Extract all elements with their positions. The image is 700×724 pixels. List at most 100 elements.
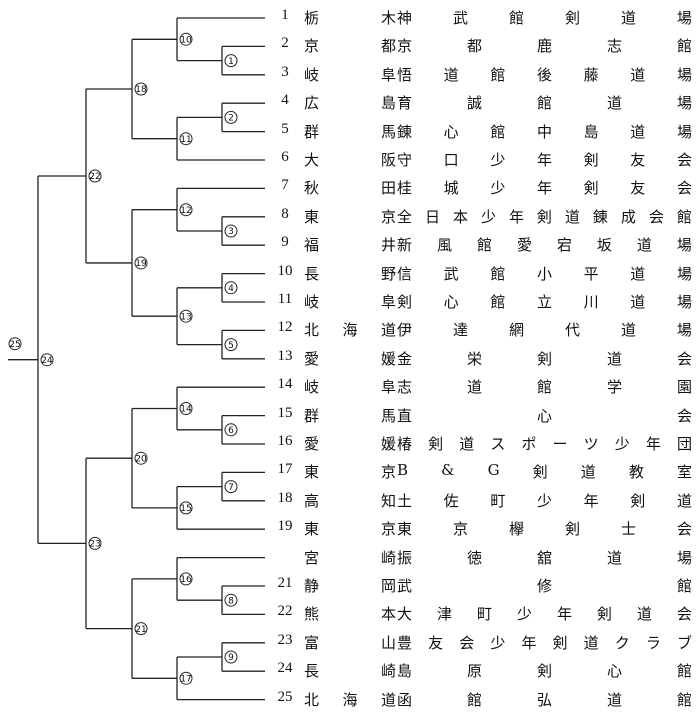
entry-club: 函館弘道館	[397, 690, 692, 709]
match-number-badge	[224, 593, 238, 607]
match-number-badge	[224, 338, 238, 352]
entry-prefecture: 東京	[304, 207, 396, 226]
entry-club: 新風館愛宕坂道場	[397, 236, 692, 255]
entry-prefecture: 愛媛	[304, 435, 396, 453]
match-number-badge	[224, 110, 238, 124]
entry-club: 信武館小平道場	[397, 264, 692, 283]
entry-row: 15 群馬直心会	[270, 402, 700, 430]
match-number: 19	[135, 259, 147, 269]
match-number: 12	[180, 206, 191, 216]
match-number: 23	[89, 540, 100, 550]
entry-prefecture: 京都	[304, 37, 396, 56]
entry-club: 桂城少年剣友会	[397, 179, 692, 198]
entry-prefecture: 高知	[304, 491, 396, 510]
match-number: 14	[180, 405, 192, 415]
entry-club: 守口少年剣友会	[397, 151, 692, 169]
entry-club: 伊達網代道場	[397, 321, 692, 340]
match-number: 1	[228, 57, 234, 67]
match-number: 17	[180, 675, 191, 685]
entry-number: 18	[277, 489, 293, 506]
match-number-badge	[179, 501, 193, 515]
entry-number: 24	[277, 660, 293, 677]
match-number: 16	[180, 575, 192, 585]
entry-club: 椿剣道スポーツ少年団	[397, 435, 692, 453]
entry-prefecture: 岐阜	[304, 378, 396, 397]
match-number: 7	[228, 483, 234, 493]
entry-prefecture: 東京	[304, 463, 396, 482]
entry-club: 志道館学園	[397, 378, 692, 397]
match-number: 18	[135, 85, 147, 95]
entry-number: 12	[277, 319, 293, 336]
entry-club: 育誠館道場	[397, 94, 692, 113]
tournament-bracket: 1234567891011121314151617181920212223242…	[8, 17, 265, 701]
entry-club: 直心会	[397, 406, 692, 425]
entry-number: 15	[277, 404, 293, 421]
match-number-badge	[224, 281, 238, 295]
match-number: 11	[180, 135, 191, 145]
match-number-badge	[224, 54, 238, 68]
entry-prefecture: 東京	[304, 520, 396, 539]
match-number-badge	[179, 132, 193, 146]
match-number: 6	[228, 426, 234, 436]
entry-number: 13	[277, 347, 293, 364]
match-number: 9	[228, 653, 234, 663]
entry-prefecture: 宮崎	[304, 548, 396, 567]
entry-club: 京都鹿志館	[397, 37, 692, 56]
entry-number: 1	[281, 7, 289, 23]
match-number-badge	[179, 32, 193, 46]
entry-club: 錬心館中島道場	[397, 122, 692, 141]
match-number-badge	[179, 671, 193, 685]
entry-prefecture: 栃木	[304, 9, 396, 27]
entry-club: 東京欅剣士会	[397, 520, 692, 539]
entry-prefecture: 静岡	[304, 577, 396, 595]
entry-number: 16	[277, 433, 293, 449]
entry-number: 14	[277, 376, 293, 393]
entry-row: 16 愛媛椿剣道スポーツ少年団	[270, 430, 700, 458]
entry-number: 2	[281, 35, 289, 52]
entry-number: 10	[277, 262, 293, 279]
entry-prefecture: 群馬	[304, 122, 396, 141]
entry-club: 振徳舘道場	[397, 548, 692, 567]
entry-number: 9	[281, 234, 289, 251]
entry-club: 悟道館後藤道場	[397, 65, 692, 84]
entry-row: 宮崎振徳舘道場	[270, 544, 700, 572]
entry-club: 豊友会少年剣道クラブ	[397, 633, 692, 652]
match-number-badge	[40, 353, 54, 367]
match-number-badge	[134, 256, 148, 270]
entry-number: 7	[281, 177, 289, 194]
entry-number: 19	[277, 518, 293, 535]
match-number-badge	[179, 203, 193, 217]
match-number-badge	[88, 169, 102, 183]
entry-prefecture: 群馬	[304, 406, 396, 425]
entry-club: 全日本少年剣道錬成会館	[397, 207, 692, 226]
match-number: 13	[180, 312, 191, 322]
match-number-badge	[179, 572, 193, 586]
match-number: 20	[135, 454, 147, 464]
match-number-badge	[224, 650, 238, 664]
entry-prefecture: 北海道	[304, 321, 396, 340]
entry-prefecture: 熊本	[304, 605, 396, 624]
entry-number: 11	[277, 291, 293, 307]
entry-number: 8	[281, 205, 289, 222]
entry-prefecture: 岐阜	[304, 293, 396, 311]
match-number-badge	[179, 309, 193, 323]
entry-number: 25	[277, 688, 293, 705]
entry-club: 大津町少年剣道会	[397, 605, 692, 624]
entry-prefecture: 岐阜	[304, 65, 396, 84]
match-number-badge	[134, 622, 148, 636]
entry-number: 6	[281, 149, 289, 165]
match-number: 5	[228, 341, 234, 351]
